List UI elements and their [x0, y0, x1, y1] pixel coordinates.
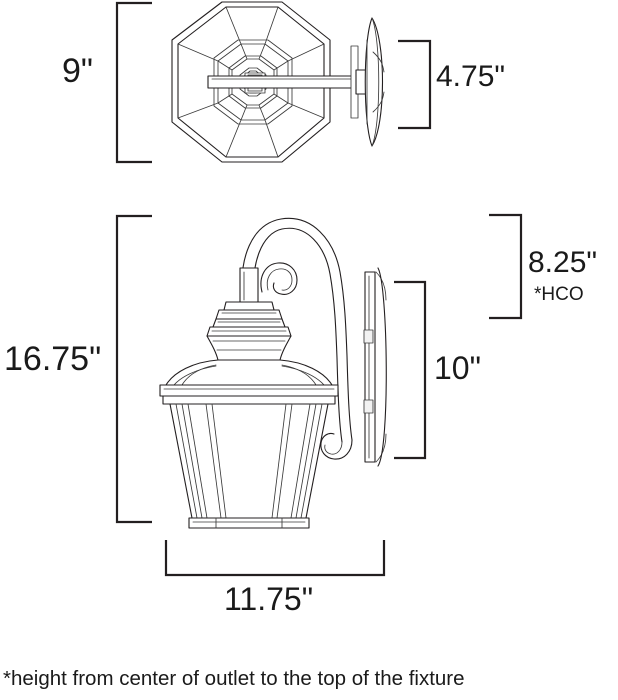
dimension-label-8-25in: 8.25": [528, 246, 598, 279]
dim-475-bracket: [398, 39, 432, 130]
top-view-arm-group: [207, 17, 385, 147]
top-view-octagon-group: [171, 1, 331, 163]
side-view-lantern-head-group: [159, 301, 339, 529]
dimension-label-9in: 9": [62, 52, 93, 90]
dimension-label-10in: 10": [434, 350, 481, 386]
dim-1675-bracket: [115, 214, 152, 524]
dimension-label-4-75in: 4.75": [436, 60, 506, 93]
side-view-scroll-arm-group: [239, 217, 353, 460]
dim-1175-bracket: [164, 540, 386, 577]
dimension-label-16-75in: 16.75": [4, 340, 102, 378]
dim-9-bracket: [115, 1, 152, 164]
dimension-label-11-75in: 11.75": [224, 581, 314, 617]
footnote-text: *height from center of outlet to the top…: [3, 667, 465, 690]
dim-825-bracket: [489, 213, 523, 320]
dim-10-bracket: [394, 280, 427, 460]
dimension-note-hco: *HCO: [534, 284, 584, 305]
side-view-wall-plate-group: [363, 267, 387, 467]
